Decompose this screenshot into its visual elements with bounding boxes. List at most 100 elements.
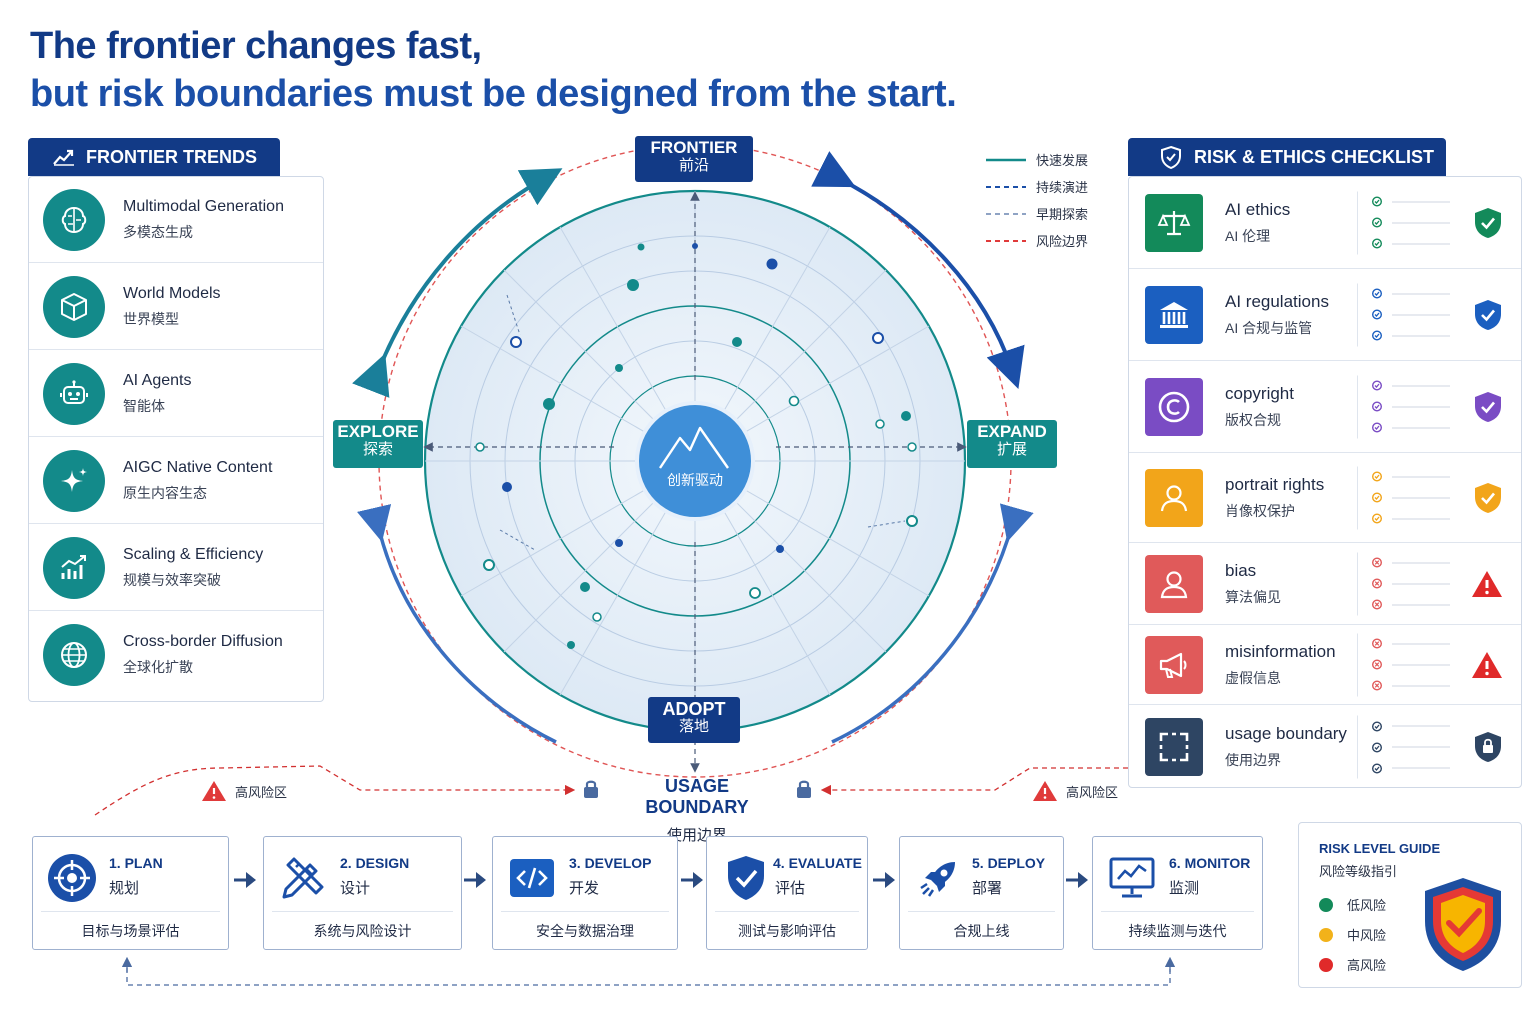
step-monitor: 6. MONITOR 监测 持续监测与迭代 [1092,836,1263,950]
expand-label: EXPAND 扩展 [967,420,1057,468]
risk-checklist-title: RISK & ETHICS CHECKLIST [1194,146,1435,167]
shield-check-icon [1475,299,1501,330]
step-design: 2. DESIGN 设计 系统与风险设计 [263,836,462,950]
high-risk-zone-label: 高风险区 [1066,784,1119,800]
shield-check-icon [1475,482,1501,513]
arrow-right-icon [681,872,703,888]
check-list [1357,715,1450,779]
legend-label: 快速发展 [1036,153,1089,168]
checklist-item-name: copyright [1225,383,1294,403]
frontier-trends-header: FRONTIER TRENDS [28,138,280,176]
check-row [1372,552,1450,573]
trend-name-cn: 多模态生成 [123,223,193,240]
explore-label-cn: 探索 [362,441,393,458]
step-description: 合规上线 [953,923,1010,939]
copyright-icon [1145,377,1203,436]
legend-item: 风险边界 [986,227,1088,254]
legend-item: 早期探索 [986,200,1088,227]
trend-name: World Models [123,284,221,302]
check-list [1357,375,1450,438]
rocket-icon [912,851,966,905]
trend-name: AIGC Native Content [123,458,273,476]
risk-level-medium: 中风险 [1319,925,1386,944]
shield-badge-icon [1425,878,1501,971]
risk-level-high: 高风险 [1319,955,1386,974]
step-description: 持续监测与迭代 [1128,923,1227,939]
sparkle-icon [43,449,105,512]
risk-level-guide: RISK LEVEL GUIDE 风险等级指引 低风险 中风险 高风险 [1298,822,1522,988]
check-row [1372,487,1450,508]
arc-explore-to-adopt [356,503,557,744]
step-subtitle: 设计 [340,880,371,897]
check-row [1372,737,1450,758]
risk-level-label: 中风险 [1347,928,1387,943]
checklist-item-name-cn: 版权合规 [1225,411,1281,428]
checklist-item-name-cn: AI 合规与监管 [1225,319,1313,336]
risk-guide-subtitle: 风险等级指引 [1319,864,1398,879]
step-title: 5. DEPLOY [972,855,1046,871]
shield-check-icon [1161,145,1181,169]
usage-boundary: USAGE BOUNDARY 使用边界 [612,776,782,845]
shield-check-icon [719,851,773,905]
trend-item: Multimodal Generation 多模态生成 [29,177,323,263]
trend-name: Multimodal Generation [123,197,284,215]
trend-name-cn: 全球化扩散 [123,659,193,675]
check-row [1372,283,1450,304]
check-list [1357,283,1450,346]
arrow-right-icon [873,872,895,888]
frontier-label-en: FRONTIER [650,138,738,157]
legend-item: 快速发展 [986,146,1088,173]
trend-name-cn: 原生内容生态 [123,484,207,501]
step-subtitle: 开发 [569,880,600,897]
step-title: 1. PLAN [109,855,163,871]
usage-boundary-title: USAGE BOUNDARY [645,776,749,817]
explore-label: EXPLORE 探索 [333,420,423,468]
step-deploy: 5. DEPLOY 部署 合规上线 [899,836,1064,950]
innovation-core [635,401,755,521]
lock-icon [797,780,811,798]
step-title: 2. DESIGN [340,855,410,871]
check-row [1372,417,1450,438]
trend-item: World Models 世界模型 [29,264,323,350]
step-title: 6. MONITOR [1169,855,1251,871]
pencil-ruler-icon [276,851,330,905]
shield-check-icon [1475,391,1501,422]
user-icon [1145,554,1203,613]
check-row [1372,654,1450,675]
high-risk-zone-left: 高风险区 [201,780,287,802]
checklist-item-name: AI ethics [1225,199,1291,219]
brain-icon [43,188,105,251]
warning-icon [1472,651,1502,678]
check-row [1372,233,1450,254]
checklist-item-name-cn: 使用边界 [1225,752,1281,768]
step-description: 测试与影响评估 [738,923,836,939]
innovation-core-label: 创新驱动 [667,472,723,488]
step-develop: 3. DEVELOP 开发 安全与数据治理 [492,836,678,950]
risk-level-label: 低风险 [1347,898,1387,913]
check-list [1357,552,1450,615]
check-row [1372,758,1450,779]
legend-label: 持续演进 [1036,180,1089,195]
check-row [1372,675,1450,696]
trend-name: AI Agents [123,371,192,389]
trend-name-cn: 世界模型 [123,310,179,327]
checklist-item-name-cn: 肖像权保护 [1225,502,1295,519]
step-description: 系统与风险设计 [313,923,412,939]
frontier-label: FRONTIER 前沿 [635,136,753,182]
arrow-right-icon [464,872,486,888]
expand-label-en: EXPAND [977,422,1047,441]
scale-icon [1145,193,1203,252]
radar-points [475,243,918,649]
risk-level-label: 高风险 [1347,958,1387,973]
adopt-label-cn: 落地 [678,718,709,735]
arrow-right-icon [234,872,256,888]
warning-icon [1033,781,1057,801]
robot-icon [43,362,105,425]
checklist-item: copyright 版权合规 [1129,361,1521,453]
